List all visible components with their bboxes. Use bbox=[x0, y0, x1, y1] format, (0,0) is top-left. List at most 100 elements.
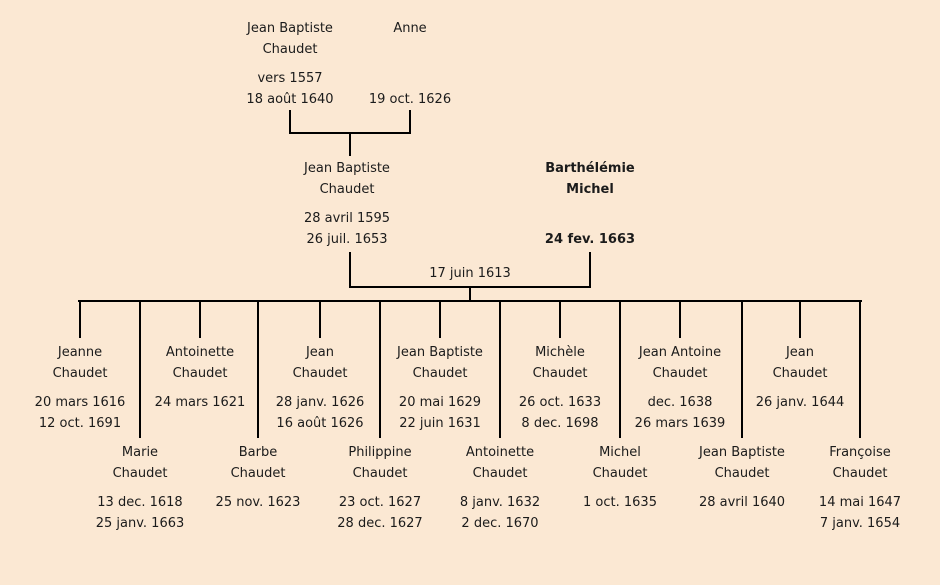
person-date-2: 7 janv. 1654 bbox=[819, 516, 901, 531]
person-date-2: 22 juin 1631 bbox=[399, 416, 481, 431]
spacer bbox=[780, 484, 940, 492]
person-date-2: 12 oct. 1691 bbox=[38, 416, 122, 431]
person-name: Jean Baptiste bbox=[397, 345, 483, 360]
person-name: Barbe bbox=[238, 445, 278, 460]
person-gen1-mother: Anne 19 oct. 1626 bbox=[330, 18, 490, 110]
person-date-1: 14 mai 1647 bbox=[818, 495, 902, 510]
person-gen1-father: Jean Baptiste Chaudet vers 1557 18 août … bbox=[210, 18, 370, 110]
person-surname: Chaudet bbox=[592, 466, 648, 481]
person-date-1: 23 oct. 1627 bbox=[338, 495, 422, 510]
person-date-2: 8 dec. 1698 bbox=[521, 416, 599, 431]
child-row1-jean: Jean Chaudet 28 janv. 1626 16 août 1626 bbox=[240, 342, 400, 434]
child-row1-jean-baptiste: Jean Baptiste Chaudet 20 mai 1629 22 jui… bbox=[360, 342, 520, 434]
person-date-2: 26 juil. 1653 bbox=[306, 232, 388, 247]
person-surname: Chaudet bbox=[230, 466, 286, 481]
person-gen2-father: Jean Baptiste Chaudet 28 avril 1595 26 j… bbox=[267, 158, 427, 250]
connector-line bbox=[289, 110, 291, 134]
person-date-2: 26 mars 1639 bbox=[634, 416, 726, 431]
person-surname: Chaudet bbox=[832, 466, 888, 481]
person-name: Antoinette bbox=[465, 445, 535, 460]
person-name: Jean Baptiste bbox=[699, 445, 785, 460]
person-surname: Chaudet bbox=[772, 366, 828, 381]
connector-line bbox=[559, 300, 561, 338]
child-row1-jeanne: Jeanne Chaudet 20 mars 1616 12 oct. 1691 bbox=[0, 342, 160, 434]
person-surname: Chaudet bbox=[319, 182, 375, 197]
connector-line bbox=[257, 300, 259, 438]
person-date-2: 16 août 1626 bbox=[276, 416, 364, 431]
child-row1-antoinette: Antoinette Chaudet 24 mars 1621 bbox=[120, 342, 280, 434]
person-name: Jean Baptiste bbox=[304, 161, 390, 176]
child-row1-michele: Michèle Chaudet 26 oct. 1633 8 dec. 1698 bbox=[480, 342, 640, 434]
person-name: Philippine bbox=[348, 445, 412, 460]
marriage-date: 17 juin 1613 bbox=[429, 266, 511, 281]
person-surname: Chaudet bbox=[52, 366, 108, 381]
connector-line bbox=[199, 300, 201, 338]
person-date-2 bbox=[720, 413, 880, 434]
spacer bbox=[720, 384, 880, 392]
person-surname: Chaudet bbox=[112, 466, 168, 481]
person-surname: Chaudet bbox=[532, 366, 588, 381]
connector-line bbox=[379, 300, 381, 438]
child-row2-barbe: Barbe Chaudet 25 nov. 1623 bbox=[178, 442, 338, 534]
connector-line bbox=[409, 110, 411, 134]
connector-line bbox=[349, 286, 591, 288]
person-date-1: 28 avril 1640 bbox=[698, 495, 786, 510]
connector-line bbox=[349, 252, 351, 286]
person-date-2: 2 dec. 1670 bbox=[461, 516, 539, 531]
children-rail-line bbox=[78, 300, 862, 302]
person-gen2-mother: Barthélémie Michel 24 fev. 1663 bbox=[510, 158, 670, 250]
person-date-2: 25 janv. 1663 bbox=[95, 516, 185, 531]
connector-line bbox=[139, 300, 141, 438]
person-name: Jean bbox=[305, 345, 335, 360]
spacer bbox=[267, 200, 427, 208]
person-date-1 bbox=[510, 208, 670, 229]
person-surname: Chaudet bbox=[262, 42, 318, 57]
person-date-2: 28 dec. 1627 bbox=[337, 516, 423, 531]
person-date-1: 26 janv. 1644 bbox=[755, 395, 845, 410]
person-date-1: 8 janv. 1632 bbox=[459, 495, 541, 510]
person-date-1: 28 janv. 1626 bbox=[275, 395, 365, 410]
person-surname: Chaudet bbox=[714, 466, 770, 481]
connector-line bbox=[79, 300, 81, 338]
person-surname bbox=[330, 39, 490, 60]
person-surname: Michel bbox=[566, 182, 614, 197]
person-name: Anne bbox=[393, 21, 427, 36]
connector-line bbox=[349, 134, 351, 156]
spacer bbox=[510, 200, 670, 208]
connector-line bbox=[619, 300, 621, 438]
connector-line bbox=[289, 132, 411, 134]
person-name: Marie bbox=[121, 445, 159, 460]
connector-line bbox=[799, 300, 801, 338]
person-name: Jeanne bbox=[57, 345, 103, 360]
person-surname: Chaudet bbox=[172, 366, 228, 381]
person-date-2: 18 août 1640 bbox=[246, 92, 334, 107]
person-date-1: dec. 1638 bbox=[647, 395, 713, 410]
child-row2-jean-baptiste: Jean Baptiste Chaudet 28 avril 1640 bbox=[662, 442, 822, 534]
person-name: Michel bbox=[599, 445, 641, 460]
person-date-1: 20 mai 1629 bbox=[398, 395, 482, 410]
child-row2-philippine: Philippine Chaudet 23 oct. 1627 28 dec. … bbox=[300, 442, 460, 534]
connector-line bbox=[469, 288, 471, 300]
child-row2-marie: Marie Chaudet 13 dec. 1618 25 janv. 1663 bbox=[60, 442, 220, 534]
person-name: Antoinette bbox=[165, 345, 235, 360]
child-row2-francoise: Françoise Chaudet 14 mai 1647 7 janv. 16… bbox=[780, 442, 940, 534]
child-row1-jean-2: Jean Chaudet 26 janv. 1644 bbox=[720, 342, 880, 434]
connector-line bbox=[679, 300, 681, 338]
person-date-2: 19 oct. 1626 bbox=[368, 92, 452, 107]
person-name: Jean Baptiste bbox=[247, 21, 333, 36]
child-row2-michel: Michel Chaudet 1 oct. 1635 bbox=[540, 442, 700, 534]
person-surname: Chaudet bbox=[292, 366, 348, 381]
person-date-1: 26 oct. 1633 bbox=[518, 395, 602, 410]
person-name: Barthélémie bbox=[545, 161, 635, 176]
person-name: Michèle bbox=[535, 345, 585, 360]
person-date-1: 24 mars 1621 bbox=[154, 395, 246, 410]
person-surname: Chaudet bbox=[352, 466, 408, 481]
person-name: Françoise bbox=[829, 445, 891, 460]
connector-line bbox=[439, 300, 441, 338]
person-date-1 bbox=[330, 68, 490, 89]
person-date-1: 13 dec. 1618 bbox=[97, 495, 183, 510]
person-date-1: vers 1557 bbox=[257, 71, 323, 86]
connector-line bbox=[859, 300, 861, 438]
person-surname: Chaudet bbox=[412, 366, 468, 381]
